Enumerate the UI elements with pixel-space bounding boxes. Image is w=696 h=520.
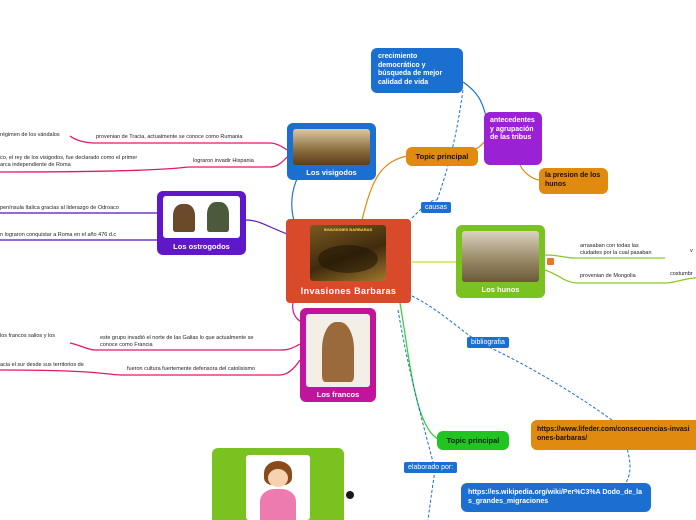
francos-label: Los francos (316, 390, 360, 399)
central-topic[interactable]: INVASIONES BARBARAS Invasiones Barbaras (286, 219, 411, 303)
url2-text: https://es.wikipedia.org/wiki/Per%C3%A D… (468, 489, 643, 505)
node-francos[interactable]: Los francos (300, 308, 376, 402)
topic2-text: Topic principal (446, 436, 500, 445)
elaborado-label[interactable]: elaborado por: (404, 462, 458, 473)
causas-label[interactable]: causas (421, 202, 452, 213)
label-v: v (690, 248, 693, 254)
visigodos-label: Los visigodos (306, 168, 357, 177)
node-author[interactable] (212, 448, 344, 520)
label-catolicismo: fueron cultura fuertemente defensora del… (127, 366, 256, 372)
label-rey: co, el rey de los visigodos, fue declara… (0, 155, 138, 168)
crecimiento-text: crecimiento democrático y búsqueda de me… (378, 53, 443, 86)
hunos-label: Los hunos (481, 285, 520, 294)
node-hunos[interactable]: Los hunos (456, 225, 545, 298)
collapse-icon[interactable] (346, 491, 354, 499)
label-vandalos: régimen de los vándalos (0, 132, 60, 138)
node-topic-principal-2[interactable]: Topic principal (437, 431, 509, 450)
label-salios: los francos salios y los (0, 333, 56, 339)
label-hispania: lograron invadir Hispania (193, 158, 254, 164)
node-antecedentes[interactable]: antecedentes y agrupación de las tribus (484, 112, 542, 165)
visigodos-image (293, 129, 370, 165)
label-mongolia: provenian de Mongolia (580, 273, 636, 279)
node-presion[interactable]: la presion de los hunos (539, 168, 608, 194)
label-costumbr: costumbr (670, 271, 693, 277)
node-topic-principal-1[interactable]: Topic principal (406, 147, 478, 166)
label-italica: península Italica gracias al liderazgo d… (0, 205, 119, 211)
image-title: INVASIONES BARBARAS (323, 227, 373, 232)
node-crecimiento[interactable]: crecimiento democrático y búsqueda de me… (371, 48, 463, 93)
central-title: Invasiones Barbaras (300, 286, 397, 296)
ostrogodos-label: Los ostrogodos (173, 242, 230, 251)
node-visigodos[interactable]: Los visigodos (287, 123, 376, 180)
label-galias: este grupo invadió el norte de las Galia… (100, 335, 254, 348)
invasions-image: INVASIONES BARBARAS (310, 225, 386, 281)
node-url-lifeder[interactable]: https://www.lifeder.com/consecuencias-in… (531, 420, 696, 450)
label-roma: n lograron conquistar a Roma en el año 4… (0, 232, 117, 238)
label-arrasaban: arrasaban con todas las ciudades por la … (580, 243, 652, 256)
author-image (246, 455, 310, 520)
ostrogodos-image (163, 196, 240, 238)
note-icon[interactable] (547, 258, 554, 265)
label-tracia: provenian de Tracia, actualmente se cono… (96, 134, 243, 140)
label-sur: acia el sur desde sus territorios de (0, 362, 84, 368)
node-url-wikipedia[interactable]: https://es.wikipedia.org/wiki/Per%C3%A D… (461, 483, 651, 512)
bibliografia-label[interactable]: bibliografia (467, 337, 509, 348)
antecedentes-text: antecedentes y agrupación de las tribus (490, 117, 535, 141)
url1-text: https://www.lifeder.com/consecuencias-in… (537, 426, 690, 442)
node-ostrogodos[interactable]: Los ostrogodos (157, 191, 246, 255)
hunos-image (462, 231, 539, 282)
topic1-text: Topic principal (415, 152, 469, 161)
presion-text: la presion de los hunos (545, 172, 601, 188)
francos-image (306, 314, 370, 387)
